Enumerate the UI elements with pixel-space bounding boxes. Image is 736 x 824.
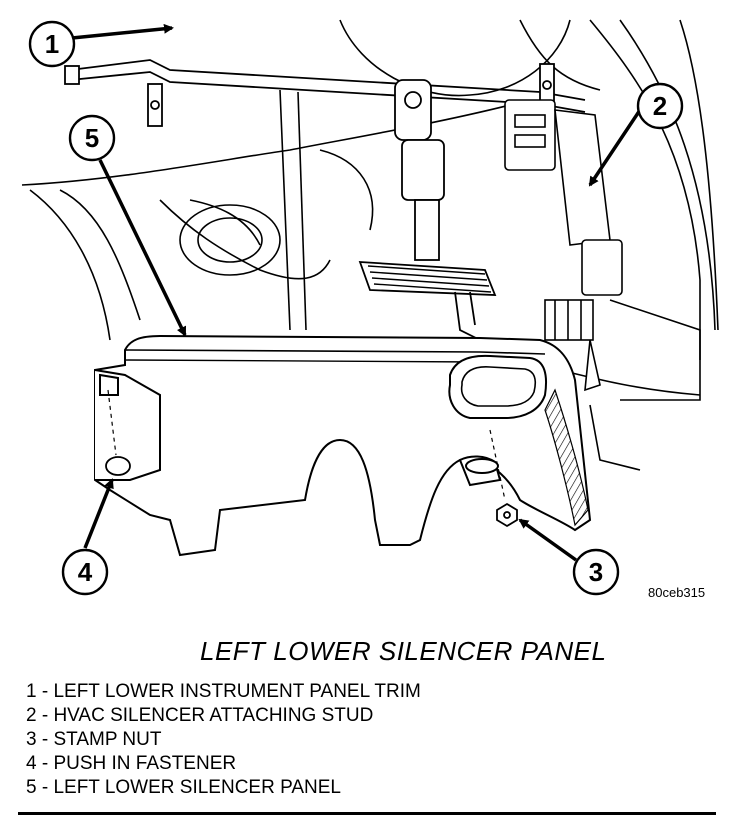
callout-2: 2 (636, 82, 684, 130)
silencer-panel-illustration: 1 2 3 4 5 (21, 19, 719, 596)
steering-column (394, 79, 445, 261)
callout-3: 3 (572, 548, 620, 596)
stamp-nut (489, 429, 518, 528)
legend-item-3: 3 - STAMP NUT (26, 729, 162, 750)
callout-arrow-5 (98, 159, 187, 337)
callout-number-3: 3 (589, 557, 603, 587)
silencer-panel (94, 334, 592, 557)
callout-1: 1 (28, 20, 76, 68)
callout-number-4: 4 (78, 557, 93, 587)
callout-arrow-2 (588, 109, 642, 187)
callout-number-2: 2 (653, 91, 667, 121)
legend-item-4: 4 - PUSH IN FASTENER (26, 753, 237, 774)
brake-pedal (358, 261, 497, 341)
bottom-rule (18, 812, 716, 815)
figure-title: LEFT LOWER SILENCER PANEL (200, 636, 607, 666)
callout-number-1: 1 (45, 29, 59, 59)
push-in-fastener (105, 389, 131, 476)
callout-legend: 1 - LEFT LOWER INSTRUMENT PANEL TRIM 2 -… (26, 680, 421, 800)
legend-item-5: 5 - LEFT LOWER SILENCER PANEL (26, 777, 341, 798)
callout-arrows (71, 23, 642, 562)
callout-arrow-4 (83, 478, 114, 549)
callout-number-5: 5 (85, 123, 99, 153)
callout-arrow-1 (71, 23, 174, 40)
figure-code: 80ceb315 (648, 585, 706, 600)
callout-5: 5 (68, 114, 116, 162)
legend-item-1: 1 - LEFT LOWER INSTRUMENT PANEL TRIM (26, 681, 421, 702)
callout-arrow-3 (518, 518, 578, 562)
legend-item-2: 2 - HVAC SILENCER ATTACHING STUD (26, 705, 374, 726)
callout-4: 4 (61, 548, 109, 596)
hvac-module (504, 99, 623, 392)
